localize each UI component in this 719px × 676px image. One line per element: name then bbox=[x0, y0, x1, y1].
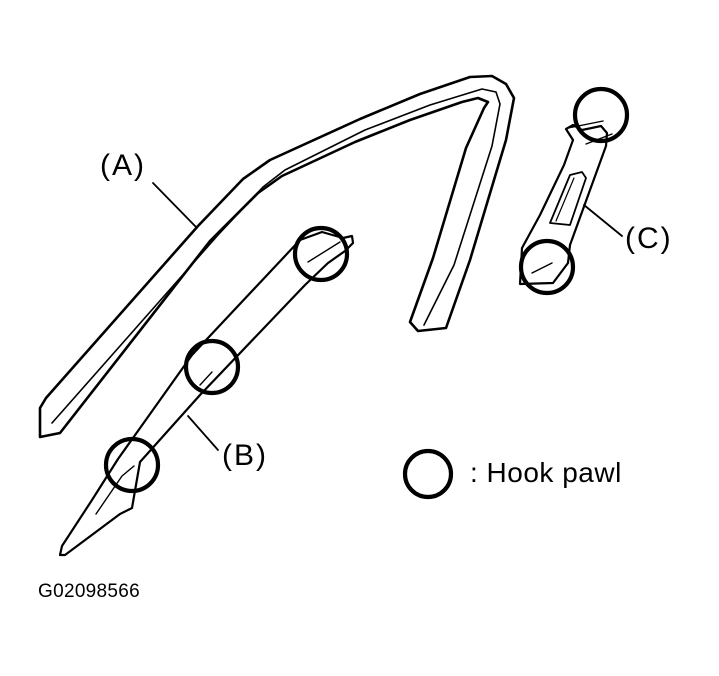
leader-line-c bbox=[583, 204, 623, 237]
part-a-label: (A) bbox=[100, 149, 146, 182]
hook-pawl-marker-b-upper bbox=[292, 225, 350, 283]
hook-pawl-marker-c-upper bbox=[572, 86, 630, 144]
hook-pawl-marker-c-lower bbox=[518, 238, 576, 296]
legend-circle-outline-icon bbox=[402, 448, 454, 500]
legend-hook-pawl-text: : Hook pawl bbox=[470, 457, 622, 488]
hook-pawl-marker-b-lower bbox=[103, 436, 161, 494]
leader-line-a bbox=[152, 182, 197, 228]
figure-code: G02098566 bbox=[38, 581, 141, 602]
part-b-label: (B) bbox=[222, 439, 268, 472]
part-a-molding bbox=[38, 74, 516, 439]
part-c-clip bbox=[518, 120, 613, 286]
leader-line-b bbox=[187, 415, 219, 451]
hook-pawl-marker-b-middle bbox=[183, 338, 241, 396]
part-b-clip-strip bbox=[58, 230, 355, 557]
part-c-label: (C) bbox=[625, 222, 673, 255]
